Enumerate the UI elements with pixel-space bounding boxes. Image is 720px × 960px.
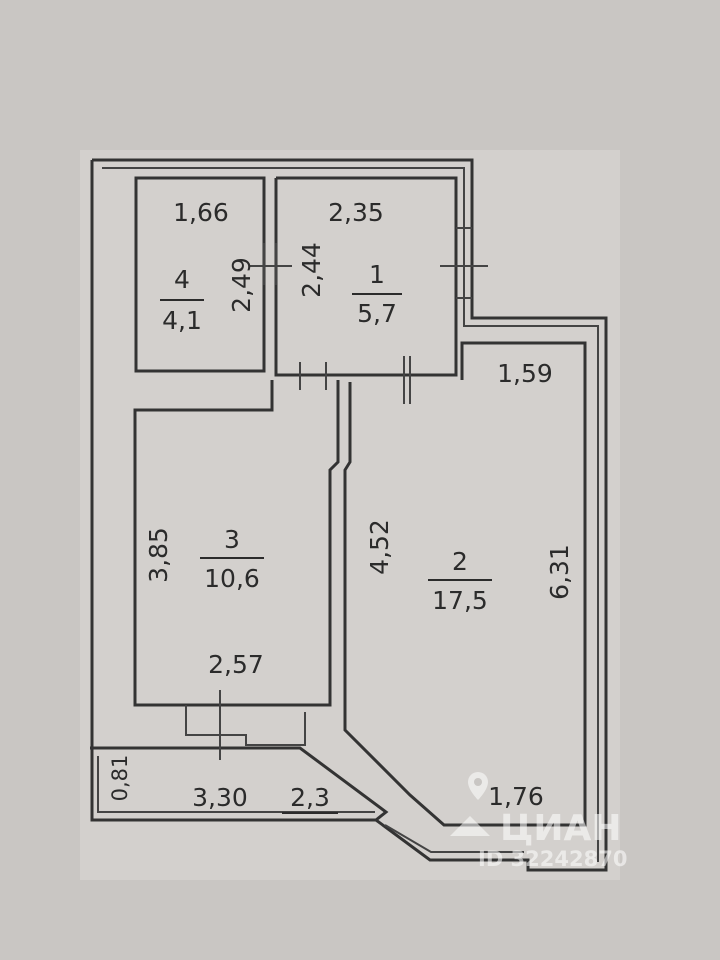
room-2-area: 17,5 xyxy=(432,586,488,615)
dim-room2-right: 6,31 xyxy=(545,544,574,600)
balcony-area: 2,3 xyxy=(290,783,330,812)
watermark: ЦИАН ID 32242870 xyxy=(450,772,627,871)
room-4-number: 4 xyxy=(174,265,190,294)
room-3-area: 10,6 xyxy=(204,564,260,593)
watermark-id: ID 32242870 xyxy=(478,847,627,871)
dim-room2-left: 4,52 xyxy=(365,519,394,575)
room-1-number: 1 xyxy=(369,260,385,289)
dim-room2-bottom: 1,76 xyxy=(488,782,544,811)
dim-room2-width: 1,59 xyxy=(497,359,553,388)
inner-partition xyxy=(185,705,306,746)
dim-room1-width: 2,35 xyxy=(328,198,384,227)
dim-room3-width: 2,57 xyxy=(208,650,264,679)
door-marks xyxy=(219,227,488,760)
watermark-brand: ЦИАН xyxy=(500,808,622,849)
room-3-number: 3 xyxy=(224,525,240,554)
dim-balcony-depth: 0,81 xyxy=(108,755,132,802)
room-3-walls xyxy=(133,380,340,707)
dim-room1-depth: 2,44 xyxy=(297,242,326,298)
room-1-area: 5,7 xyxy=(357,299,397,328)
dim-balcony-width: 3,30 xyxy=(192,783,248,812)
dim-room4-depth: 2,49 xyxy=(227,257,256,313)
room-2-number: 2 xyxy=(452,547,468,576)
room-1-walls xyxy=(274,176,458,377)
map-pin-icon xyxy=(468,772,488,800)
plan-sheet xyxy=(80,150,620,880)
room-4-area: 4,1 xyxy=(162,306,202,335)
cian-logo-icon xyxy=(450,816,490,836)
dim-room3-depth: 3,85 xyxy=(144,527,173,583)
dim-room4-width: 1,66 xyxy=(173,198,229,227)
room-2-walls xyxy=(343,341,587,827)
